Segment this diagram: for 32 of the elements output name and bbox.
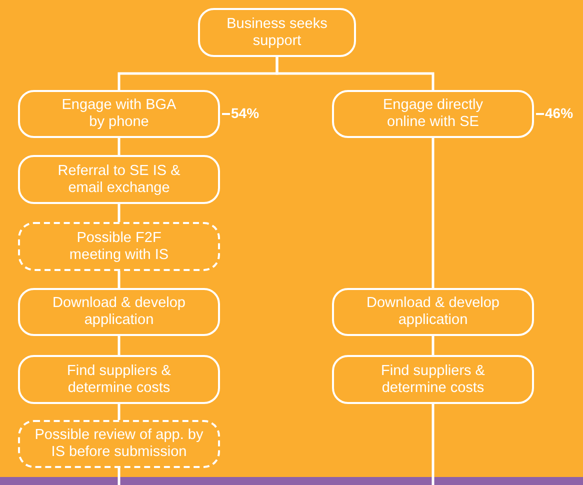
- process-box: [18, 355, 220, 404]
- process-box: [332, 288, 534, 336]
- connector-line: [118, 468, 120, 485]
- step-text: Engage with BGA by phone: [60, 97, 178, 131]
- connector-line: [432, 336, 434, 355]
- connector-line: [118, 138, 120, 155]
- process-box: [18, 90, 220, 138]
- connector-line: [432, 404, 434, 485]
- step-text: Find suppliers & determine costs: [380, 362, 486, 396]
- step-text: Possible F2F meeting with IS: [68, 230, 170, 264]
- percentage-label: 46%: [545, 105, 574, 121]
- connector-line: [276, 57, 434, 90]
- step-text: Download & develop application: [51, 295, 186, 329]
- connector-line: [118, 404, 120, 420]
- step-text: Referral to SE IS & email exchange: [56, 162, 182, 196]
- connector-line: [118, 336, 120, 355]
- process-box: [332, 355, 534, 404]
- step-text: Download & develop application: [365, 295, 500, 329]
- connector-line: [118, 271, 120, 288]
- step-text: Find suppliers & determine costs: [66, 362, 172, 396]
- connector-line: [118, 204, 120, 222]
- step-text: Engage directly online with SE: [382, 97, 484, 131]
- optional-step-box: [18, 222, 220, 271]
- optional-step-box: [18, 420, 220, 468]
- process-box: [198, 8, 356, 57]
- percentage-label: 54%: [231, 105, 260, 121]
- step-text: Possible review of app. by IS before submission: [34, 427, 204, 461]
- process-box: [332, 90, 534, 138]
- process-box: [18, 288, 220, 336]
- process-box: [18, 155, 220, 204]
- step-text: Business seeks support: [226, 16, 328, 50]
- connector-line: [432, 138, 434, 288]
